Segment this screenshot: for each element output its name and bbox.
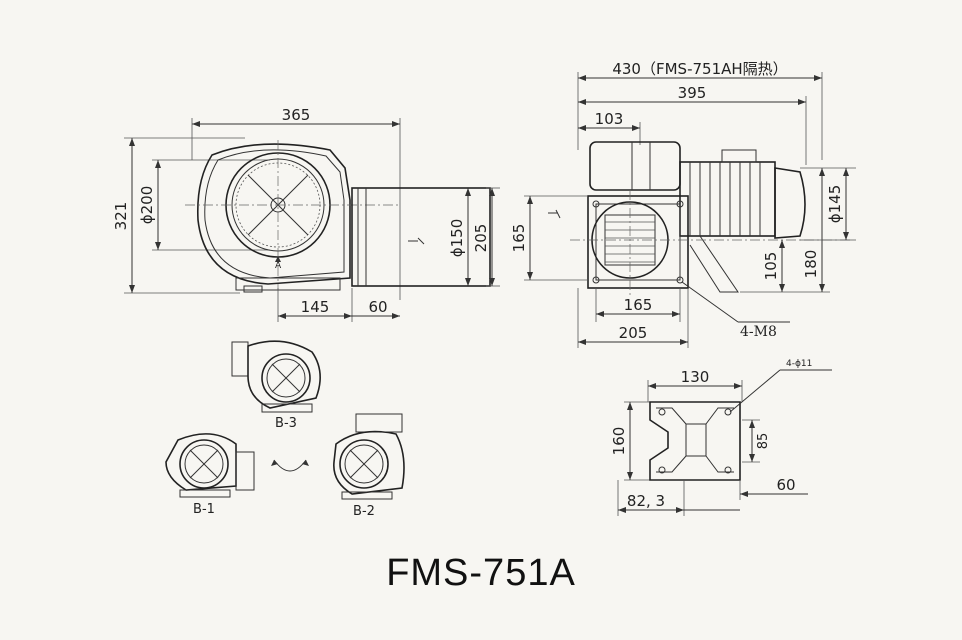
dim-395: 395	[678, 84, 707, 102]
orientation-b3: B-3	[231, 340, 321, 431]
dim-130: 130	[681, 368, 710, 386]
dim-180: 180	[802, 250, 820, 279]
dim-60-front: 60	[368, 298, 387, 316]
dim-60-base: 60	[776, 476, 795, 494]
dim-160: 160	[610, 427, 628, 456]
label-b3: B-3	[275, 416, 297, 431]
model-title: FMS-751A	[386, 552, 576, 594]
dim-321: 321	[112, 202, 130, 231]
dim-365: 365	[282, 106, 311, 124]
dim-165-vertical: 165	[510, 224, 528, 253]
label-b1: B-1	[193, 502, 215, 517]
dim-205-side: 205	[619, 324, 648, 342]
marker-a: A	[275, 261, 282, 271]
base-view: 130 160 85 60 82, 3	[610, 359, 832, 516]
label-b2: B-2	[353, 504, 375, 519]
dim-phi150: ϕ150	[448, 219, 466, 258]
dim-85: 85	[756, 433, 771, 450]
dim-82-3: 82, 3	[627, 492, 665, 510]
dim-103: 103	[595, 110, 624, 128]
dim-430: 430（FMS-751AH隔热）	[612, 60, 787, 78]
rotation-arrow-icon	[273, 459, 307, 472]
bolt-label: 4-M8	[740, 324, 777, 340]
side-view: 430（FMS-751AH隔热） 395 103	[510, 60, 856, 348]
dim-105: 105	[762, 252, 780, 281]
dim-phi200: ϕ200	[138, 186, 156, 225]
front-view: 365 321 ϕ200 A	[112, 106, 500, 322]
orientation-b1: B-1	[165, 433, 255, 517]
dim-165-horizontal: 165	[624, 296, 653, 314]
dim-145: 145	[301, 298, 330, 316]
orientation-b2: B-2	[333, 413, 405, 519]
dim-205-front: 205	[472, 224, 490, 253]
dim-phi145: ϕ145	[826, 185, 844, 224]
holes-label: 4-ϕ11	[786, 359, 812, 369]
